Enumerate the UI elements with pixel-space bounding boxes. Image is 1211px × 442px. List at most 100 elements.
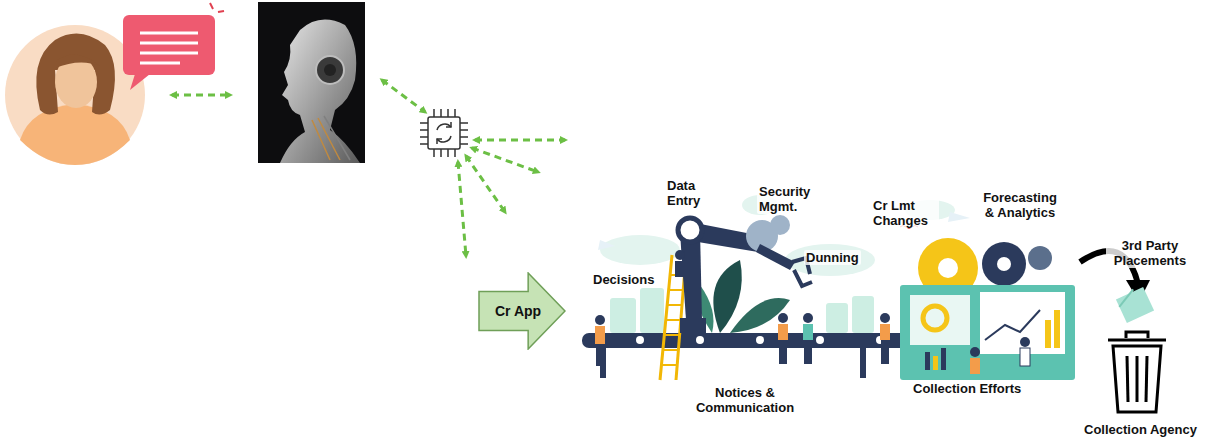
process-label: Forecasting & Analytics	[976, 190, 1064, 220]
factory-illustration-part	[675, 250, 685, 260]
speech-bubble-part	[140, 62, 180, 65]
factory-illustration-part	[970, 347, 980, 357]
factory-illustration-part	[923, 306, 947, 330]
factory-illustration-part	[941, 348, 946, 370]
factory-illustration-part	[826, 303, 848, 333]
factory-illustration-part	[660, 255, 672, 380]
factory-illustration-part	[1045, 320, 1051, 348]
speech-bubble-part	[210, 3, 213, 9]
factory-illustration-part	[770, 215, 790, 235]
speech-bubble-part	[123, 15, 215, 75]
robot-image-part	[258, 2, 365, 163]
factory-illustration-part	[925, 352, 930, 370]
factory-illustration	[582, 195, 1075, 380]
factory-illustration-part	[778, 313, 788, 323]
chip-icon-part	[420, 109, 468, 157]
factory-illustration-part	[779, 340, 787, 364]
factory-illustration-part	[676, 255, 686, 380]
dashed-arrow-part	[472, 148, 538, 172]
factory-illustration-part	[778, 324, 788, 340]
dashed-arrow-part	[475, 139, 565, 142]
person-avatar-part	[20, 104, 130, 165]
factory-illustration-part	[1020, 348, 1030, 366]
factory-illustration-part	[860, 348, 866, 378]
factory-illustration-part	[582, 333, 932, 348]
process-label: Dunning	[804, 250, 861, 265]
factory-illustration-part	[970, 358, 980, 374]
process-label: Security Mgmt.	[757, 184, 835, 214]
factory-illustration-part	[985, 310, 1040, 340]
chip-icon-part	[437, 122, 451, 144]
factory-illustration-part	[816, 336, 824, 344]
robot-image-part	[324, 64, 336, 76]
process-label: 3rd Party Placements	[1106, 238, 1194, 268]
arrow-shape-outline	[479, 273, 565, 349]
factory-illustration-part	[1054, 310, 1060, 348]
trash-can-part	[1108, 339, 1166, 342]
speech-bubble-part	[218, 11, 224, 12]
speech-bubble-part	[140, 32, 198, 35]
falling-box-part	[1115, 289, 1137, 307]
factory-illustration-part	[880, 313, 890, 323]
trash-can-part	[1126, 332, 1148, 338]
factory-illustration-part	[1020, 337, 1030, 347]
factory-illustration-part	[1028, 246, 1052, 270]
node-label: Cr App	[495, 303, 541, 319]
factory-illustration-part	[596, 344, 604, 366]
robot-image-part	[312, 120, 330, 160]
speech-bubble	[123, 3, 224, 90]
factory-illustration-part	[595, 315, 605, 325]
factory-illustration-part	[881, 340, 889, 364]
factory-illustration-part	[640, 288, 664, 333]
dashed-arrow	[172, 80, 565, 256]
factory-illustration-part	[803, 324, 813, 340]
trash-can-part	[1113, 346, 1161, 412]
dashed-arrow-part	[458, 162, 466, 256]
factory-illustration-part	[938, 258, 958, 278]
factory-illustration-part	[756, 244, 795, 270]
factory-illustration-part	[713, 260, 741, 333]
robot-image-part	[324, 116, 350, 160]
factory-illustration-part	[980, 292, 1065, 354]
robot-image-part	[316, 56, 344, 84]
factory-illustration-part	[598, 240, 615, 250]
speech-bubble-part	[130, 74, 150, 90]
factory-illustration-part	[852, 296, 874, 333]
process-label: Decisions	[591, 272, 656, 287]
dashed-arrow-part	[382, 80, 425, 112]
speech-bubble-part	[140, 42, 198, 45]
trash-can-part	[1127, 356, 1128, 402]
dashed-arrow-part	[466, 156, 505, 212]
process-label: Notices & Communication	[684, 385, 806, 415]
factory-illustration-part	[678, 218, 702, 242]
trash-can	[1108, 332, 1166, 412]
person-avatar-part	[55, 54, 100, 68]
chip-icon-part	[428, 117, 460, 149]
process-label: Cr Lmt Changes	[871, 198, 939, 228]
factory-illustration-part	[610, 298, 636, 333]
process-label: Collection Efforts	[911, 381, 1023, 396]
factory-illustration-part	[804, 340, 812, 364]
factory-illustration-part	[696, 336, 704, 344]
factory-illustration-part	[600, 235, 680, 265]
process-label: Data Entry	[665, 178, 713, 208]
chip-icon	[420, 109, 468, 157]
trash-can-part	[1146, 356, 1147, 402]
speech-bubble-part	[140, 52, 198, 55]
process-label: Collection Agency	[1082, 422, 1199, 437]
factory-illustration-part	[982, 242, 1026, 286]
factory-illustration-part	[595, 326, 605, 344]
robot-image-part	[280, 20, 360, 163]
robot-image	[258, 2, 365, 163]
person-avatar-part	[36, 34, 115, 115]
factory-illustration-part	[675, 261, 685, 277]
factory-illustration-part	[880, 324, 890, 340]
factory-illustration-part	[910, 295, 970, 345]
factory-illustration-part	[636, 336, 644, 344]
factory-illustration-part	[900, 285, 1075, 380]
factory-illustration-part	[948, 212, 970, 222]
trash-can-part	[1136, 356, 1139, 402]
falling-box	[1115, 287, 1154, 323]
falling-box-part	[1116, 287, 1154, 323]
factory-illustration-part	[933, 356, 938, 370]
